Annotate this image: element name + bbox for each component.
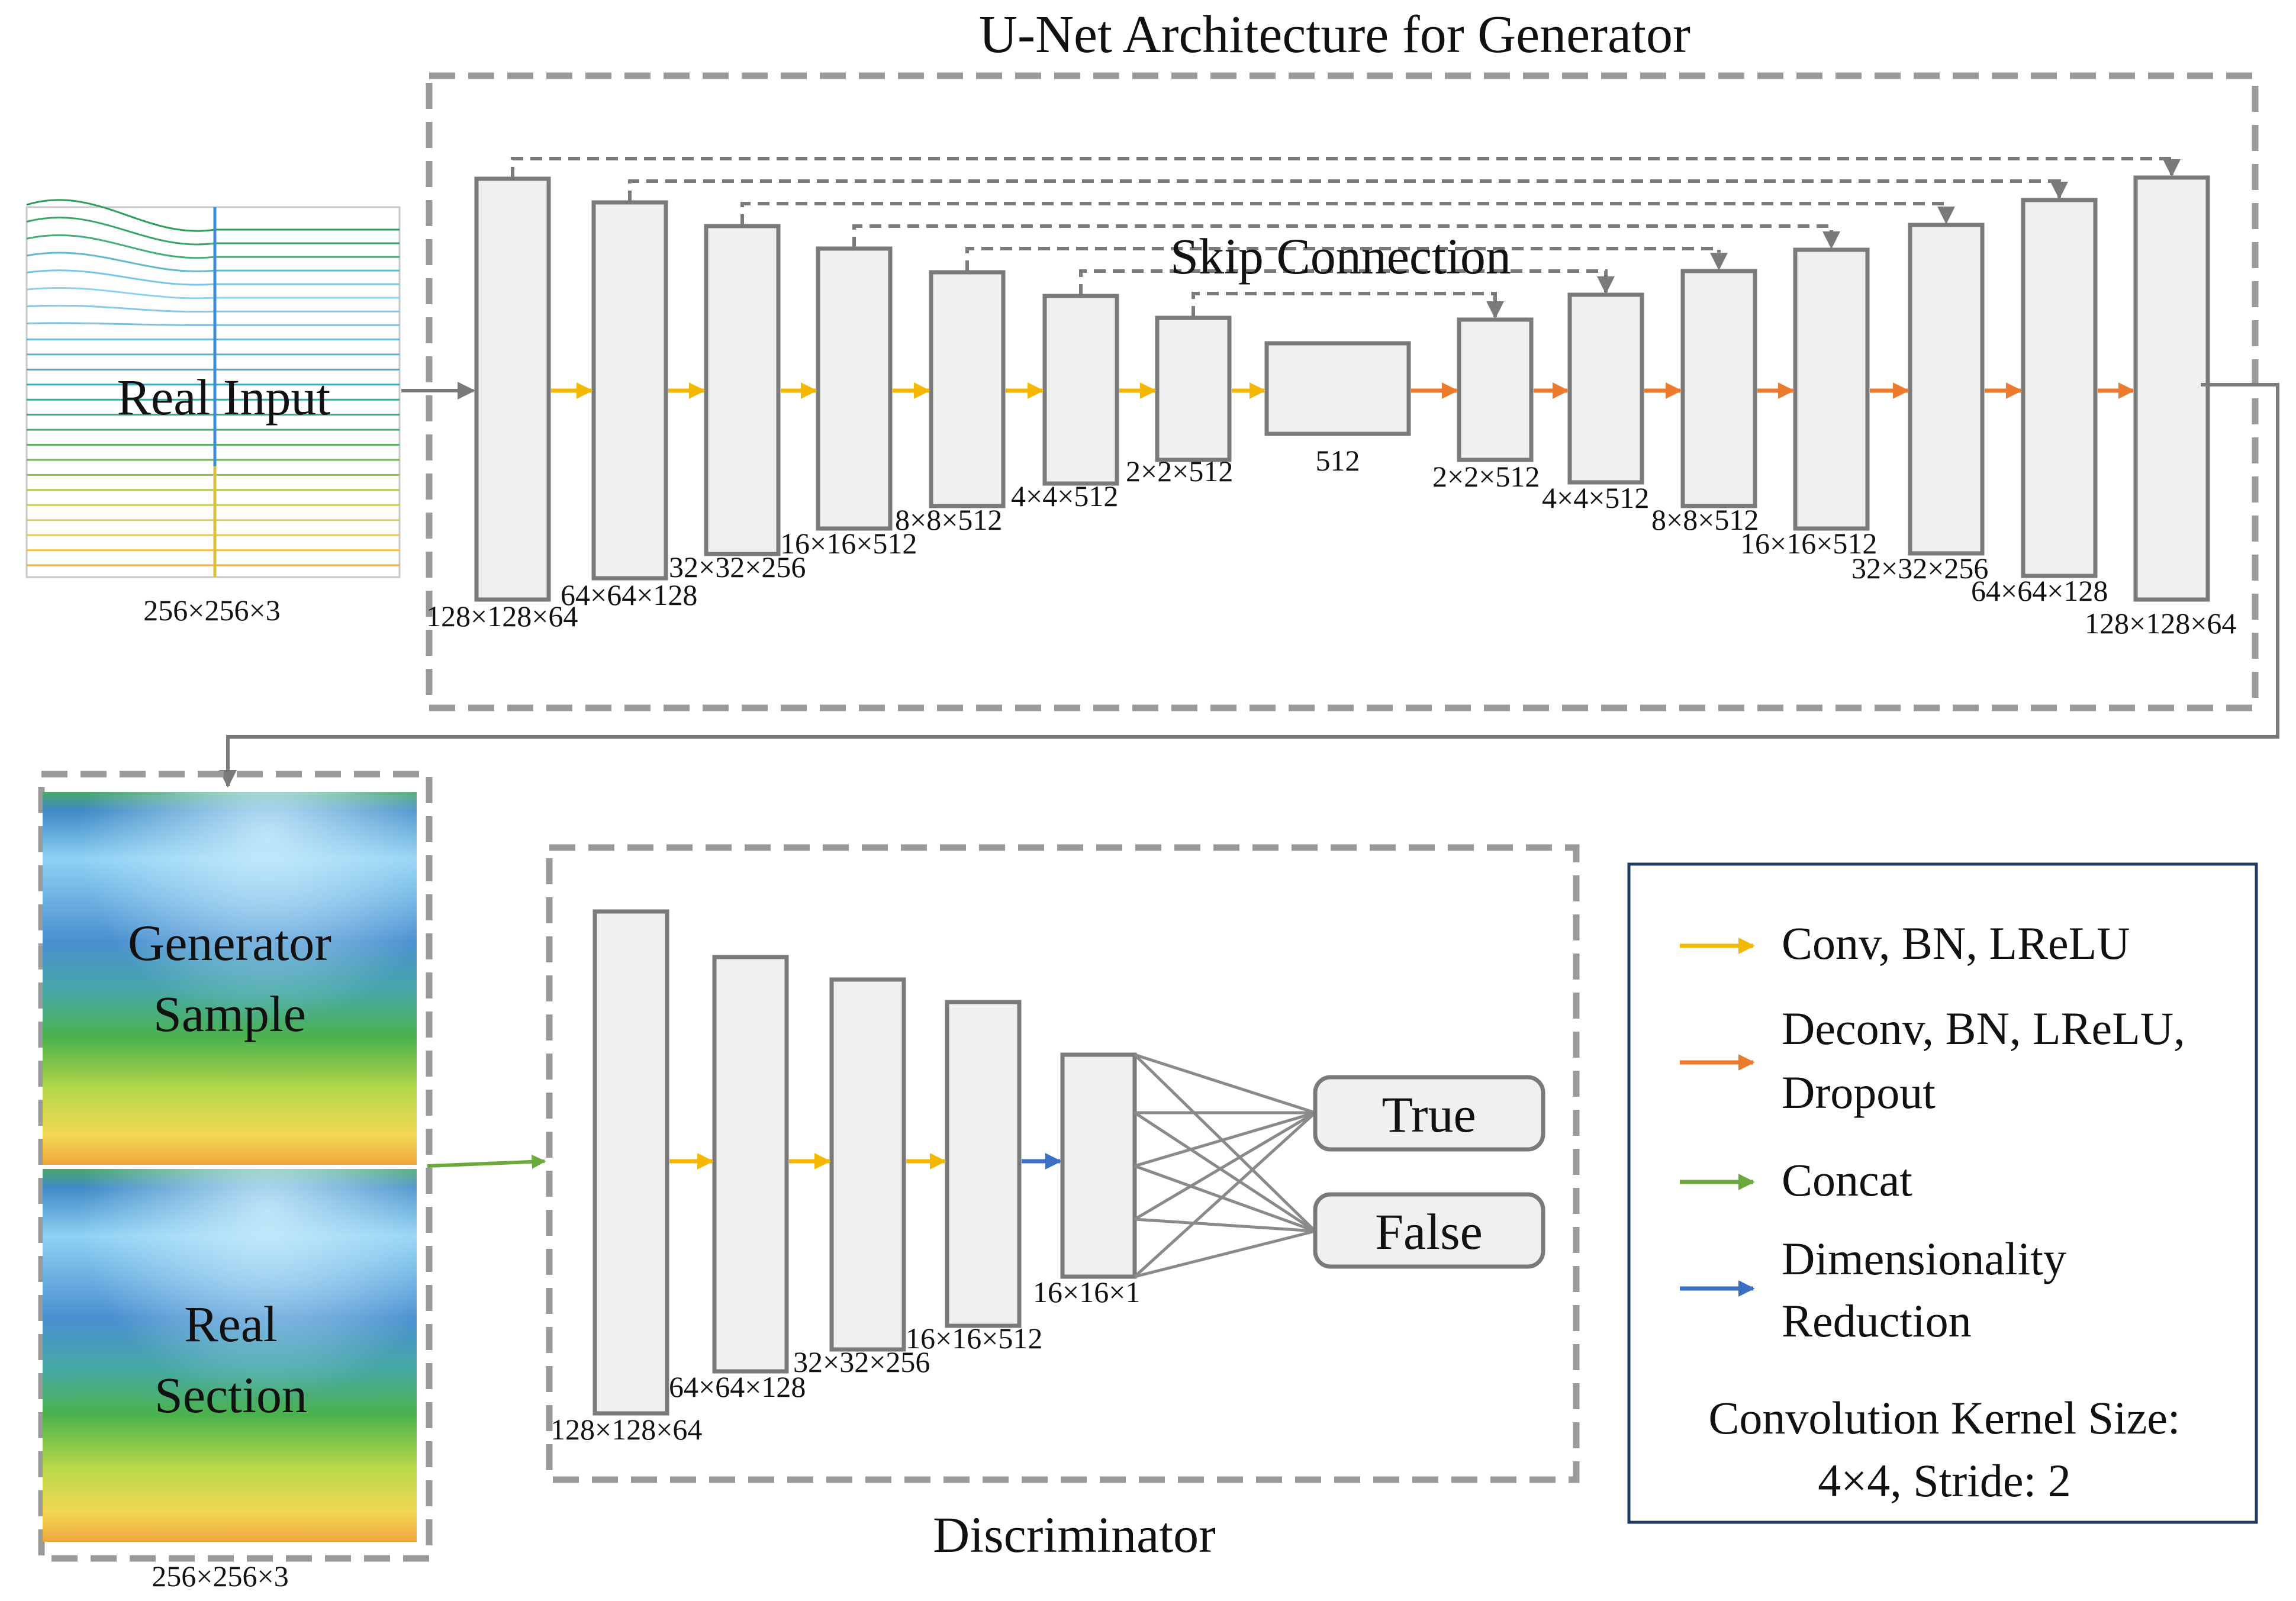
decoder-layer-dim-1: 2×2×512 [1432,460,1540,493]
decoder-layer-7 [2133,175,2210,602]
decoder-layer-dim-7: 128×128×64 [2085,607,2236,640]
discriminator-layer-3 [829,977,906,1352]
encoder-layer-dim-1: 128×128×64 [426,600,578,633]
decoder-layer-dim-3: 8×8×512 [1651,503,1759,536]
fc-line-0-0 [1134,1053,1316,1114]
generator-sample-label-line2: Sample [153,985,306,1042]
skip-connection-7 [1192,292,1504,319]
decoder-layer-dim-6: 64×64×128 [1971,574,2108,607]
true-output-label: True [1382,1086,1476,1143]
encoder-layer-6 [1042,294,1119,486]
legend-text-2-1: Deconv, BN, LReLU, [1782,1003,2185,1054]
discriminator-layer-dim-2: 64×64×128 [669,1370,806,1403]
fc-line-3-0 [1133,1111,1316,1221]
real-section-label-line1: Real [184,1296,278,1352]
discriminator-final-dim: 16×16×1 [1033,1275,1140,1309]
discriminator-layer-dim-1: 128×128×64 [550,1413,702,1446]
encoder-layer-4 [816,246,893,531]
concat-arrow [427,1154,546,1169]
real-input-dim: 256×256×3 [143,594,280,627]
encoder-layer-3 [704,224,781,556]
encoder-layer-5 [929,270,1006,508]
encoder-layer-dim-2: 64×64×128 [561,578,697,611]
legend-text-4-2: Reduction [1782,1295,1972,1346]
generator-layers: 128×128×6464×64×12832×32×25616×16×5128×8… [426,175,2236,640]
discriminator-frame [546,844,1580,1483]
true-output-box [1313,1075,1545,1152]
false-output-box [1313,1192,1545,1269]
fc-line-1-1 [1133,1111,1316,1233]
decoder-layer-4 [1793,247,1870,531]
encoder-layer-dim-4: 16×16×512 [780,527,917,560]
encoder-layer-dim-3: 32×32×256 [669,550,806,584]
real-section-label-line2: Section [154,1367,307,1423]
skip-connection-1 [511,157,2181,179]
fc-line-3-1 [1134,1217,1316,1233]
decoder-layer-1 [1457,317,1534,462]
samples-dim: 256×256×3 [152,1560,288,1593]
decoder-layer-dim-4: 16×16×512 [1740,527,1877,560]
real-input-label: Real Input [117,369,331,426]
discriminator-layer-dim-4: 16×16×512 [906,1322,1042,1355]
discriminator-layer-4 [945,1000,1022,1328]
encoder-layer-7 [1155,315,1232,462]
legend-note-line1: Convolution Kernel Size: [1708,1392,2180,1444]
legend-note-line2: 4×4, Stride: 2 [1818,1455,2070,1506]
skip-connection-label: Skip Connection [1170,228,1511,285]
decoder-layer-6 [2021,198,2098,578]
decoder-layer-5 [1908,223,1985,556]
bottleneck-layer [1264,341,1411,436]
decoder-layer-dim-5: 32×32×256 [1851,552,1988,585]
skip-connection-2 [628,179,2068,202]
bottleneck-dim: 512 [1316,444,1360,477]
skip-connection-3 [740,202,1955,226]
encoder-layer-dim-6: 4×4×512 [1011,479,1118,513]
generator-sample-image [43,792,417,1165]
encoder-layer-dim-5: 8×8×512 [895,503,1002,536]
generator-sample-label-line1: Generator [128,914,331,971]
skip-connection-6 [1079,269,1615,296]
discriminator-final-layer [1060,1052,1137,1279]
discriminator-label: Discriminator [933,1506,1216,1563]
skip-connection-5 [965,247,1728,272]
fc-line-0-1 [1133,1054,1316,1232]
discriminator-layer-2 [712,955,789,1374]
skip-connection-4 [852,224,1840,249]
legend-text-3-1: Concat [1782,1154,1912,1206]
encoder-layer-dim-7: 2×2×512 [1126,455,1233,488]
decoder-layer-3 [1680,269,1757,508]
legend-text-4-1: Dimensionality [1782,1233,2066,1284]
legend-box [1627,862,2258,1524]
generator-output-connector [219,383,2279,788]
false-output-label: False [1375,1203,1483,1260]
fc-line-2-1 [1134,1164,1316,1233]
skip-connections [511,157,2181,319]
real-section-image [43,1169,417,1542]
fc-line-2-0 [1134,1111,1316,1168]
decoder-layer-2 [1567,292,1644,485]
real-input-image [25,199,401,578]
discriminator-layer-dim-3: 32×32×256 [793,1345,930,1378]
legend-items: Conv, BN, LReLU Deconv, BN, LReLU, Dropout… [1680,917,2185,1346]
generator-frame [426,72,2259,711]
fc-line-4-1 [1134,1229,1316,1278]
decoder-layer-dim-2: 4×4×512 [1542,481,1649,514]
fc-line-4-0 [1133,1112,1316,1278]
discriminator-layer-1 [592,909,669,1416]
generator-title: U-Net Architecture for Generator [979,5,1690,64]
encoder-layer-2 [591,200,668,581]
legend-text-2-2: Dropout [1782,1067,1936,1118]
encoder-layer-1 [474,176,551,602]
legend-text-1-1: Conv, BN, LReLU [1782,917,2130,969]
